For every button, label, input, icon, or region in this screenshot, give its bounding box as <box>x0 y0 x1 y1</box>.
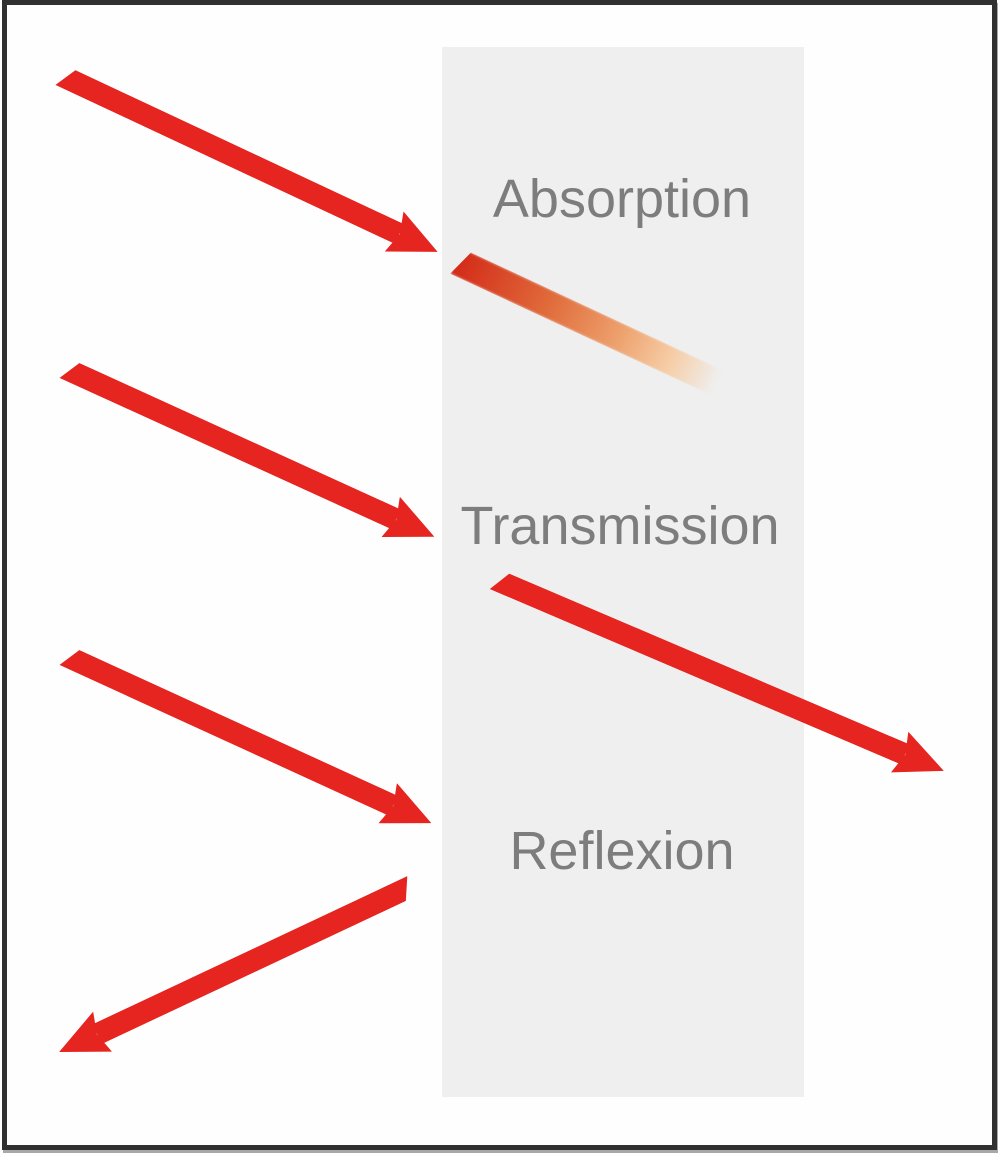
arrow-head <box>891 731 953 792</box>
arrow-shaft <box>55 65 404 244</box>
reflection-ray-arrow-icon <box>48 863 422 1074</box>
arrow-shaft <box>59 645 397 816</box>
arrow-shaft <box>92 876 416 1044</box>
incident-ray-arrow-middle-icon <box>54 345 445 559</box>
material-panel <box>442 47 804 1097</box>
transmission-label: Transmission <box>460 496 780 556</box>
incident-ray-arrow-top-icon <box>49 52 448 274</box>
absorption-label: Absorption <box>492 169 752 229</box>
reflexion-label: Reflexion <box>509 821 735 881</box>
arrow-shaft <box>59 358 400 529</box>
incident-ray-arrow-bottom-icon <box>54 632 442 846</box>
